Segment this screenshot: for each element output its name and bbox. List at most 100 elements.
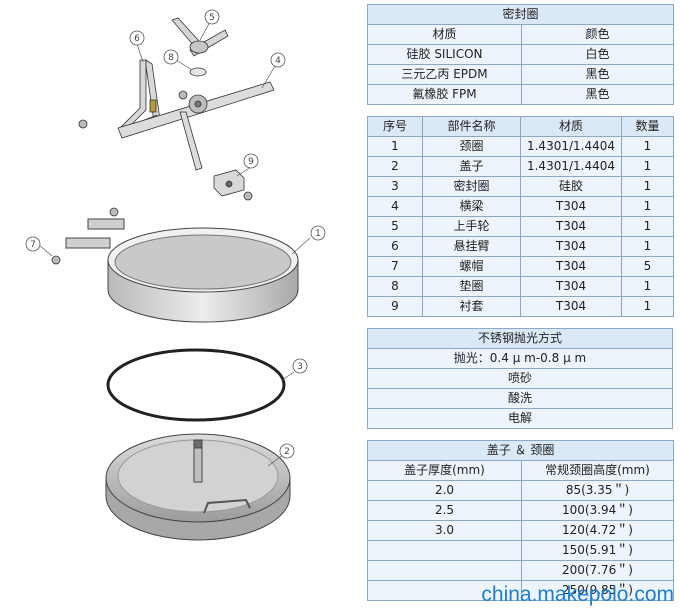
table-cell: 1 <box>621 276 674 297</box>
seal-table-title: 密封圈 <box>366 4 675 25</box>
svg-text:3: 3 <box>297 362 303 372</box>
table-cell: 2.5 <box>367 500 522 521</box>
table-cell: 5 <box>367 216 423 237</box>
lid-header-height: 常规颈圈高度(mm) <box>520 460 675 481</box>
table-cell: 1 <box>621 296 674 317</box>
table-cell: 硅胶 SILICON <box>367 44 522 65</box>
table-cell: 上手轮 <box>422 216 521 237</box>
table-cell: 1 <box>367 136 423 157</box>
table-cell: T304 <box>520 296 622 317</box>
table-cell: 1 <box>621 196 674 217</box>
table-cell: 1 <box>621 136 674 157</box>
table-cell: 3 <box>367 176 423 197</box>
table-cell <box>367 540 522 561</box>
table-cell: 2.0 <box>367 480 522 501</box>
table-cell: 8 <box>367 276 423 297</box>
table-cell: 黑色 <box>520 64 675 85</box>
table-cell: 150(5.91＂) <box>520 540 675 561</box>
collar-ring <box>65 218 299 323</box>
parts-header-name: 部件名称 <box>422 116 521 137</box>
table-cell: 硅胶 <box>520 176 622 197</box>
table-cell: 悬挂臂 <box>422 236 521 257</box>
parts-header-material: 材质 <box>520 116 622 137</box>
callout-6: 6 <box>129 30 145 46</box>
lid-table-title: 盖子 ＆ 颈圈 <box>366 440 675 461</box>
washer <box>189 67 207 77</box>
bushing <box>213 169 245 197</box>
table-cell: 1 <box>621 156 674 177</box>
table-cell: 1.4301/1.4404 <box>520 136 622 157</box>
table-cell: 垫圈 <box>422 276 521 297</box>
seal-header-material: 材质 <box>367 24 522 45</box>
table-cell: 4 <box>367 196 423 217</box>
seal-ring <box>106 348 286 422</box>
table-cell: T304 <box>520 276 622 297</box>
table-cell: 喷砂 <box>367 368 673 389</box>
table-cell: T304 <box>520 236 622 257</box>
table-cell: 7 <box>367 256 423 277</box>
table-cell: 3.0 <box>367 520 522 541</box>
table-cell: 白色 <box>520 44 675 65</box>
table-cell: 9 <box>367 296 423 317</box>
table-cell: 1 <box>621 236 674 257</box>
parts-header-no: 序号 <box>367 116 423 137</box>
table-cell: 衬套 <box>422 296 521 317</box>
table-cell: 横梁 <box>422 196 521 217</box>
svg-text:4: 4 <box>275 56 281 66</box>
table-cell: 颈圈 <box>422 136 521 157</box>
table-cell: 1.4301/1.4404 <box>520 156 622 177</box>
callout-3: 3 <box>292 358 308 374</box>
table-cell: 三元乙丙 EPDM <box>367 64 522 85</box>
table-cell: 120(4.72＂) <box>520 520 675 541</box>
table-cell: 250(9.85＂) <box>520 580 675 601</box>
nuts <box>51 90 253 265</box>
svg-text:7: 7 <box>30 240 36 250</box>
table-cell: 6 <box>367 236 423 257</box>
table-cell <box>367 580 522 601</box>
callout-4: 4 <box>270 52 286 68</box>
svg-text:1: 1 <box>315 229 321 239</box>
svg-text:6: 6 <box>134 34 140 44</box>
table-cell: T304 <box>520 256 622 277</box>
table-cell: 氟橡胶 FPM <box>367 84 522 105</box>
watermark: china.makepolo.com <box>481 583 674 606</box>
callout-5: 5 <box>204 9 220 25</box>
table-cell: 抛光：0.4 μ m-0.8 μ m <box>367 348 673 369</box>
callout-2: 2 <box>279 443 295 459</box>
lid <box>105 433 291 541</box>
table-cell: 酸洗 <box>367 388 673 409</box>
table-cell <box>367 560 522 581</box>
svg-text:8: 8 <box>168 53 174 63</box>
table-cell: 盖子 <box>422 156 521 177</box>
lid-header-thickness: 盖子厚度(mm) <box>367 460 522 481</box>
table-cell: T304 <box>520 196 622 217</box>
callout-1: 1 <box>310 225 326 241</box>
table-cell: 电解 <box>367 408 673 429</box>
table-row: 200(7.76＂) <box>367 560 675 581</box>
table-cell: 100(3.94＂) <box>520 500 675 521</box>
seal-header-color: 颜色 <box>520 24 675 45</box>
callout-8: 8 <box>163 49 179 65</box>
exploded-parts-diagram: 6 5 8 4 9 1 7 3 2 <box>25 9 326 541</box>
svg-text:9: 9 <box>248 157 254 167</box>
table-cell: 密封圈 <box>422 176 521 197</box>
table-row: 150(5.91＂) <box>367 540 675 561</box>
table-cell: 2 <box>367 156 423 177</box>
table-cell: 85(3.35＂) <box>520 480 675 501</box>
polish-method-table: 不锈钢抛光方式 抛光：0.4 μ m-0.8 μ m 喷砂 酸洗 电解 <box>367 328 673 429</box>
svg-text:5: 5 <box>209 13 215 23</box>
table-cell: 螺帽 <box>422 256 521 277</box>
